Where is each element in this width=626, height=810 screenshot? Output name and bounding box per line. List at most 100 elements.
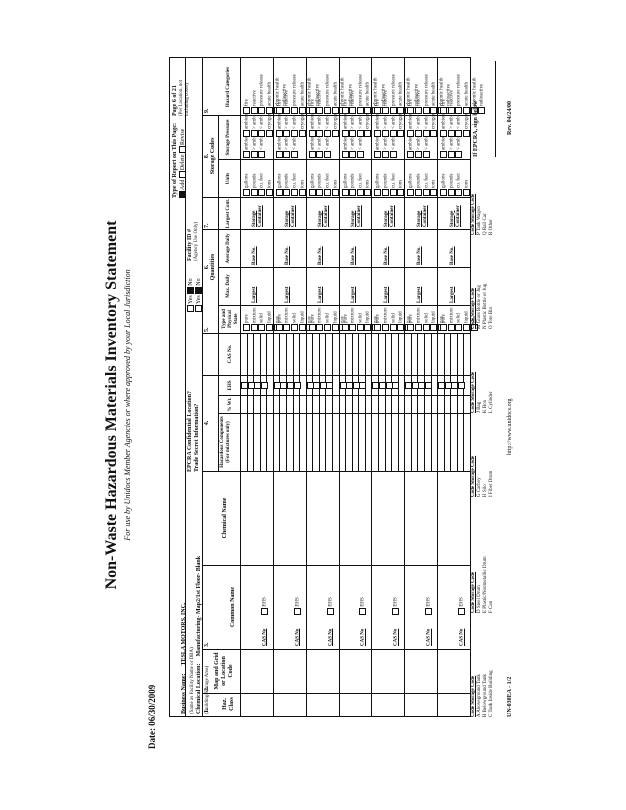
physical-state-checkbox[interactable]	[323, 324, 331, 331]
pressure-checkbox[interactable]	[258, 151, 266, 158]
temperature-checkbox[interactable]	[250, 130, 258, 137]
temperature-checkbox[interactable]	[389, 130, 397, 137]
temperature-checkbox[interactable]	[407, 130, 415, 137]
temperature-checkbox[interactable]	[422, 130, 430, 137]
physical-state-checkbox[interactable]	[258, 324, 266, 331]
ehs-checkbox[interactable]	[326, 607, 334, 615]
physical-state-checkbox[interactable]	[407, 324, 415, 331]
physical-state-checkbox[interactable]	[298, 324, 306, 331]
physical-state-checkbox[interactable]	[275, 324, 283, 331]
temperature-checkbox[interactable]	[414, 130, 422, 137]
units-checkbox[interactable]	[364, 189, 372, 196]
pressure-checkbox[interactable]	[275, 151, 283, 158]
temperature-checkbox[interactable]	[323, 130, 331, 137]
units-checkbox[interactable]	[283, 189, 291, 196]
hazard-category-checkbox[interactable]	[463, 107, 471, 114]
units-checkbox[interactable]	[308, 189, 316, 196]
ehs-checkbox[interactable]	[425, 607, 433, 615]
hazard-category-checkbox[interactable]	[397, 107, 405, 114]
physical-state-checkbox[interactable]	[463, 324, 471, 331]
hazard-category-checkbox[interactable]	[356, 107, 364, 114]
temperature-checkbox[interactable]	[316, 130, 324, 137]
hazard-category-checkbox[interactable]	[374, 107, 382, 114]
hazard-category-checkbox[interactable]	[283, 107, 291, 114]
units-checkbox[interactable]	[414, 189, 422, 196]
physical-state-checkbox[interactable]	[447, 324, 455, 331]
units-checkbox[interactable]	[389, 189, 397, 196]
pressure-checkbox[interactable]	[440, 151, 448, 158]
pressure-checkbox[interactable]	[407, 151, 415, 158]
units-checkbox[interactable]	[356, 189, 364, 196]
physical-state-checkbox[interactable]	[308, 324, 316, 331]
temperature-checkbox[interactable]	[331, 130, 339, 137]
temperature-checkbox[interactable]	[430, 130, 438, 137]
hazard-category-checkbox[interactable]	[382, 107, 390, 114]
physical-state-checkbox[interactable]	[341, 324, 349, 331]
pressure-checkbox[interactable]	[316, 151, 324, 158]
pressure-checkbox[interactable]	[356, 151, 364, 158]
temperature-checkbox[interactable]	[447, 130, 455, 137]
unidocs-url[interactable]: http://www.unidocs.org	[507, 398, 513, 456]
pressure-checkbox[interactable]	[291, 151, 299, 158]
units-checkbox[interactable]	[250, 189, 258, 196]
hazard-category-checkbox[interactable]	[341, 107, 349, 114]
temperature-checkbox[interactable]	[341, 130, 349, 137]
physical-state-checkbox[interactable]	[356, 324, 364, 331]
hazard-category-checkbox[interactable]	[243, 107, 250, 114]
hazard-category-checkbox[interactable]	[316, 107, 324, 114]
hazard-category-checkbox[interactable]	[455, 107, 463, 114]
pressure-checkbox[interactable]	[349, 151, 357, 158]
temperature-checkbox[interactable]	[308, 130, 316, 137]
hazard-category-checkbox[interactable]	[364, 107, 372, 114]
ehs-checkbox[interactable]	[293, 607, 301, 615]
component-ehs-checkbox[interactable]	[424, 382, 432, 389]
temperature-checkbox[interactable]	[382, 130, 390, 137]
pressure-checkbox[interactable]	[374, 151, 382, 158]
hazard-category-checkbox[interactable]	[291, 107, 299, 114]
pressure-checkbox[interactable]	[308, 151, 316, 158]
hazard-category-checkbox[interactable]	[298, 107, 306, 114]
ehs-checkbox[interactable]	[392, 607, 400, 615]
physical-state-checkbox[interactable]	[389, 324, 397, 331]
hazard-category-checkbox[interactable]	[331, 107, 339, 114]
physical-state-checkbox[interactable]	[382, 324, 390, 331]
yes-checkbox[interactable]	[187, 305, 194, 312]
pressure-checkbox[interactable]	[243, 151, 250, 158]
units-checkbox[interactable]	[440, 189, 448, 196]
pressure-checkbox[interactable]	[283, 151, 291, 158]
units-checkbox[interactable]	[422, 189, 430, 196]
trade-no-checkbox[interactable]	[194, 286, 202, 294]
temperature-checkbox[interactable]	[397, 130, 405, 137]
physical-state-checkbox[interactable]	[331, 324, 339, 331]
hazard-category-checkbox[interactable]	[414, 107, 422, 114]
hazard-category-checkbox[interactable]	[447, 107, 455, 114]
units-checkbox[interactable]	[447, 189, 455, 196]
units-checkbox[interactable]	[275, 189, 283, 196]
pressure-checkbox[interactable]	[341, 151, 349, 158]
hazard-category-checkbox[interactable]	[440, 107, 448, 114]
physical-state-checkbox[interactable]	[397, 324, 405, 331]
units-checkbox[interactable]	[291, 189, 299, 196]
temperature-checkbox[interactable]	[455, 130, 463, 137]
pressure-checkbox[interactable]	[447, 151, 455, 158]
pressure-checkbox[interactable]	[455, 151, 463, 158]
units-checkbox[interactable]	[374, 189, 382, 196]
units-checkbox[interactable]	[243, 189, 250, 196]
trade-yes-checkbox[interactable]	[194, 305, 202, 312]
pressure-checkbox[interactable]	[323, 151, 331, 158]
component-ehs-checkbox[interactable]	[326, 382, 334, 389]
physical-state-checkbox[interactable]	[243, 324, 250, 331]
pressure-checkbox[interactable]	[414, 151, 422, 158]
temperature-checkbox[interactable]	[275, 130, 283, 137]
physical-state-checkbox[interactable]	[283, 324, 291, 331]
hazard-category-checkbox[interactable]	[323, 107, 331, 114]
temperature-checkbox[interactable]	[349, 130, 357, 137]
hazard-category-checkbox[interactable]	[389, 107, 397, 114]
units-checkbox[interactable]	[323, 189, 331, 196]
physical-state-checkbox[interactable]	[291, 324, 299, 331]
units-checkbox[interactable]	[298, 189, 306, 196]
component-ehs-checkbox[interactable]	[260, 382, 268, 389]
physical-state-checkbox[interactable]	[455, 324, 463, 331]
hazard-category-checkbox[interactable]	[250, 107, 258, 114]
temperature-checkbox[interactable]	[283, 130, 291, 137]
